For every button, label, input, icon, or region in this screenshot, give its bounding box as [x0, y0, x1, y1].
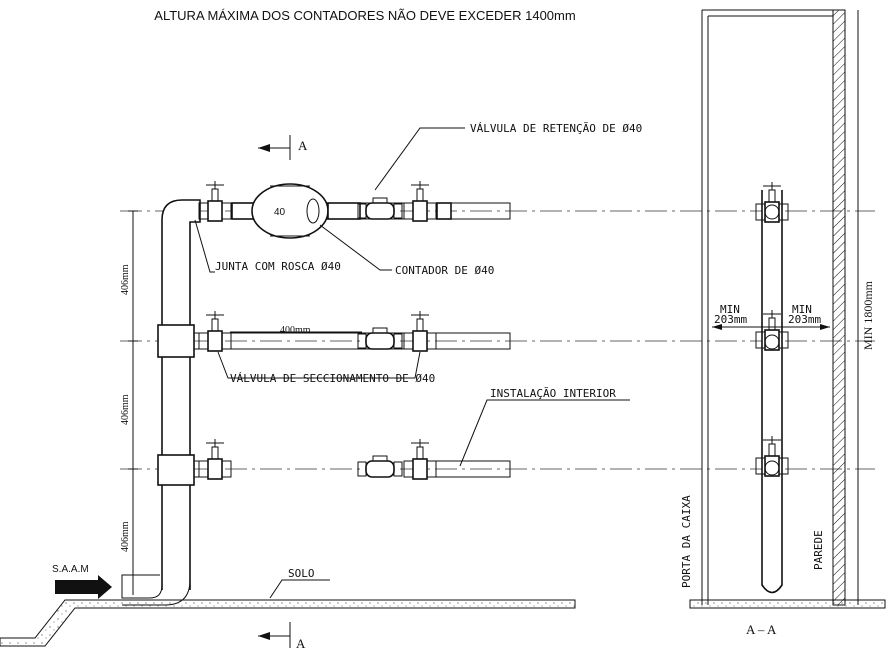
- svg-text:PAREDE: PAREDE: [812, 530, 825, 570]
- drawing-title: ALTURA MÁXIMA DOS CONTADORES NÃO DEVE EX…: [154, 8, 575, 23]
- svg-text:MIN: MIN: [792, 303, 812, 316]
- section-marker-top: A: [258, 135, 308, 160]
- section-marker-bottom: A: [258, 622, 306, 651]
- svg-text:VÁLVULA DE SECCIONAMENTO DE Ø4: VÁLVULA DE SECCIONAMENTO DE Ø40: [230, 372, 435, 385]
- svg-text:A: A: [296, 636, 306, 651]
- svg-text:A – A: A – A: [746, 622, 777, 637]
- svg-text:203mm: 203mm: [714, 313, 747, 326]
- meter-row-1: 40: [198, 180, 511, 239]
- svg-text:INSTALAÇÃO INTERIOR: INSTALAÇÃO INTERIOR: [490, 387, 616, 400]
- svg-text:JUNTA COM ROSCA Ø40: JUNTA COM ROSCA Ø40: [215, 260, 341, 273]
- svg-text:203mm: 203mm: [788, 313, 821, 326]
- svg-text:406mm: 406mm: [120, 264, 131, 295]
- svg-text:PORTA DA CAIXA: PORTA DA CAIXA: [680, 495, 693, 588]
- meter-row-2: 400mm: [193, 310, 511, 352]
- meter-row-3: [193, 438, 511, 480]
- supply-arrow: S.A.A.M: [52, 564, 112, 599]
- riser-pipe: [121, 199, 201, 606]
- annotations: VÁLVULA DE RETENÇÃO DE Ø40 JUNTA COM ROS…: [194, 122, 642, 599]
- svg-text:S.A.A.M: S.A.A.M: [52, 564, 89, 575]
- svg-text:406mm: 406mm: [120, 521, 131, 552]
- svg-text:40: 40: [274, 207, 286, 218]
- svg-text:CONTADOR DE Ø40: CONTADOR DE Ø40: [395, 264, 494, 277]
- ground-slab: [0, 599, 576, 647]
- svg-text:MIN 1800mm: MIN 1800mm: [861, 280, 875, 350]
- section-view: MIN 203mm MIN 203mm MIN 1800mm PORTA DA …: [680, 9, 886, 637]
- wall-hatch: [832, 9, 846, 606]
- svg-text:VÁLVULA DE RETENÇÃO DE Ø40: VÁLVULA DE RETENÇÃO DE Ø40: [470, 122, 642, 135]
- svg-text:406mm: 406mm: [120, 394, 131, 425]
- svg-text:400mm: 400mm: [280, 325, 311, 336]
- svg-text:MIN: MIN: [720, 303, 740, 316]
- svg-text:A: A: [298, 138, 308, 153]
- svg-text:SOLO: SOLO: [288, 567, 315, 580]
- riser-dimension: 406mm 406mm 406mm: [120, 210, 138, 595]
- water-meter: [251, 183, 329, 239]
